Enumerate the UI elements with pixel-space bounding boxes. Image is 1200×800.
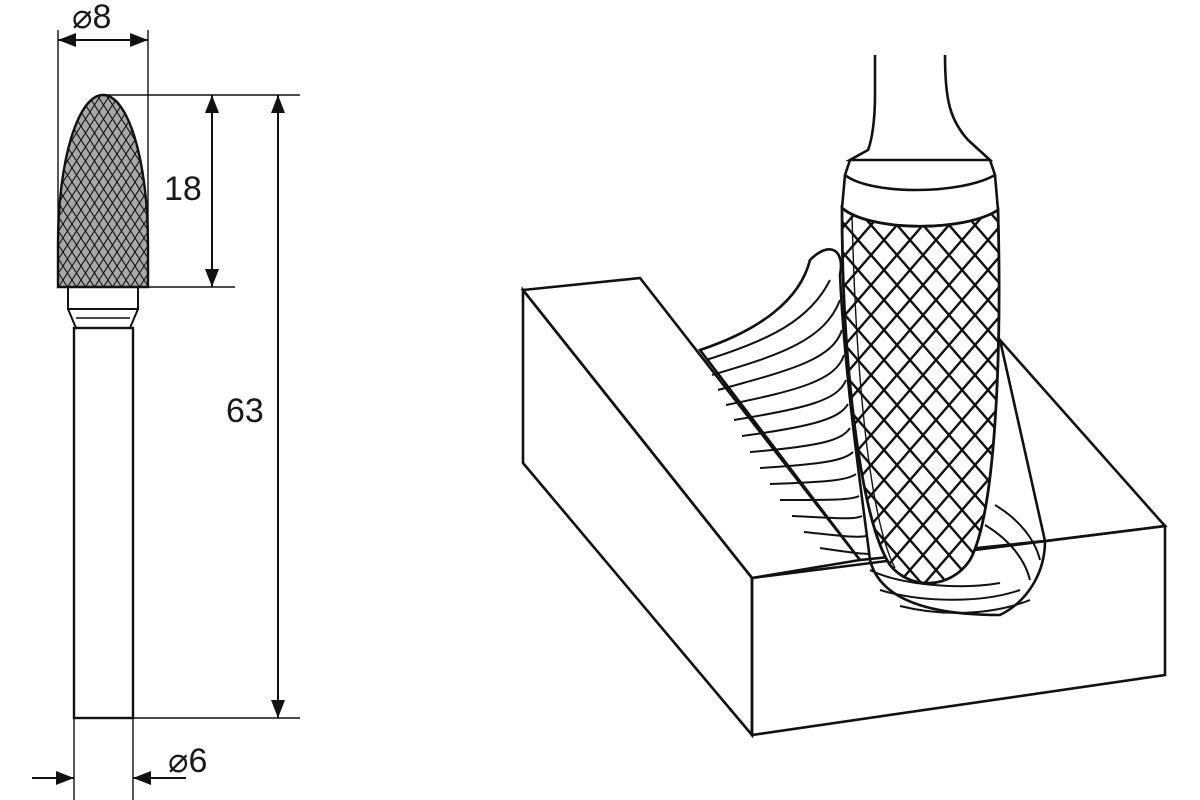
head-length-dimension: 18 xyxy=(164,95,219,287)
head-length-label: 18 xyxy=(164,170,202,208)
burr-shaft xyxy=(840,54,1000,228)
shank-diameter-label: ⌀6 xyxy=(168,742,207,780)
total-length-dimension: 63 xyxy=(226,95,285,718)
shank-diameter-dimension: ⌀6 xyxy=(32,742,207,785)
burr-technical-drawing: ⌀8 18 63 ⌀6 xyxy=(32,0,300,800)
burr-shank xyxy=(72,326,135,720)
total-length-label: 63 xyxy=(226,392,264,430)
burr-usage-illustration xyxy=(520,54,1168,739)
head-diameter-dimension: ⌀8 xyxy=(58,0,148,47)
groove-cut xyxy=(697,248,1047,617)
head-diameter-label: ⌀8 xyxy=(72,0,111,36)
burr-collar xyxy=(67,286,139,310)
burr-head xyxy=(56,93,150,289)
burr-head-illustration xyxy=(840,204,1001,585)
